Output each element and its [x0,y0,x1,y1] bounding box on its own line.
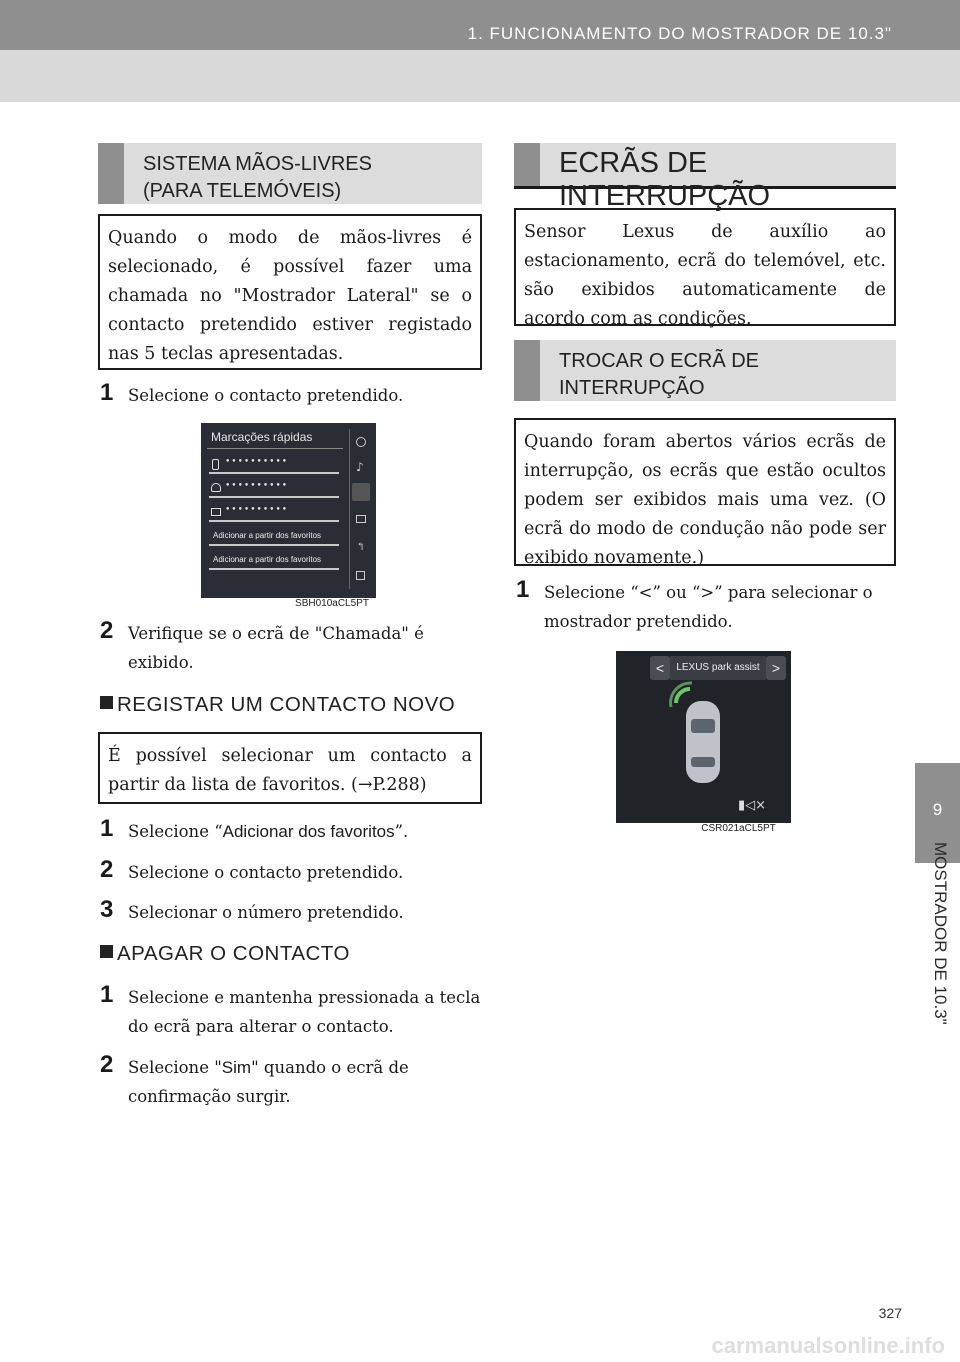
car-rear-window [691,757,715,767]
sensor-wave-icon [674,687,691,704]
ui-label: Adicionar dos favoritos [222,822,395,841]
car-body [686,701,720,783]
car-diagram [669,681,720,783]
subheading-text: REGISTAR UM CONTACTO NOVO [117,693,456,716]
step-select-number: 3 Selecionar o número pretendido. [100,896,485,927]
section-heading-switch-screen: TROCAR O ECRÃ DE INTERRUPÇÃO [514,340,896,401]
step-add-favorites: 1 Selecione “Adicionar dos favoritos”. [100,815,485,846]
subheading-delete-contact: APAGAR O CONTACTO [100,942,350,966]
header-bar: 1. FUNCIONAMENTO DO MOSTRADOR DE 10.3" [0,0,960,50]
image-icon[interactable] [356,515,366,523]
step-text: Selecione o contacto pretendido. [128,386,404,405]
info-box-hands-free: Quando o modo de mãos-livres é seleciona… [98,214,482,370]
square-icon[interactable] [356,571,365,580]
next-screen-button[interactable]: > [766,656,786,680]
side-menu: ♪ ↰ [349,429,371,589]
info-box-interruption: Sensor Lexus de auxílio ao estacionament… [514,208,896,329]
contact-placeholder: •••••••••• [225,505,289,515]
step-select-contact-2: 2 Selecione o contacto pretendido. [100,856,485,887]
info-box-register: É possível selecionar um contacto a part… [98,732,482,804]
navigation-icon[interactable] [356,437,366,447]
screen-title: Marcações rápidas [211,430,313,444]
add-favorite-label: Adicionar a partir dos favoritos [213,531,322,540]
chapter-number: 9 [932,800,943,819]
music-icon[interactable]: ♪ [356,460,364,474]
subheading-text: APAGAR O CONTACTO [117,942,350,965]
step-number: 1 [100,981,114,1008]
step-number: 2 [100,1051,114,1078]
chevron-left-icon: < [655,660,665,676]
step-number: 2 [100,856,114,883]
phone-icon [212,459,219,470]
step-text: Selecione e mantenha pressionada a tecla… [128,988,481,1036]
card-icon [211,508,221,516]
section-heading-line: INTERRUPÇÃO [559,377,705,399]
step-number: 2 [100,617,114,644]
step-verify-call-screen: 2 Verifique se o ecrã de "Chamada" é exi… [100,617,485,677]
section-heading-hands-free: SISTEMA MÃOS-LIVRES (PARA TELEMÓVEIS) [98,143,482,204]
step-text: Selecionar o número pretendido. [128,903,404,922]
step-confirm-yes: 2 Selecione "Sim" quando o ecrã de confi… [100,1051,485,1111]
section-heading-line: (PARA TELEMÓVEIS) [143,180,342,202]
ui-label: Sim [221,1058,252,1077]
park-assist-screenshot: < LEXUS park assist > ▮◁× [616,651,791,823]
section-heading-line: TROCAR O ECRÃ DE [559,350,760,372]
chapter-tab [915,763,960,863]
subheading-register-contact: REGISTAR UM CONTACTO NOVO [100,693,455,717]
chapter-label: MOSTRADOR DE 10.3" [931,842,950,1025]
square-bullet-icon [100,945,113,958]
step-hold-key: 1 Selecione e mantenha pressionada a tec… [100,981,485,1041]
step-select-contact: 1 Selecione o contacto pretendido. [100,379,485,410]
step-text: ”. [394,822,409,841]
screenshot-code: SBH010aCL5PT [288,598,376,610]
screen-title: LEXUS park assist [670,656,766,680]
step-text: Selecione “<” ou “>” para selecionar o m… [544,583,873,631]
step-number: 3 [100,896,114,923]
section-heading-interruption: ECRÃS DE INTERRUPÇÃO [514,143,896,212]
step-number: 1 [516,576,530,603]
step-text: " quando o ecrã de confirmação surgir. [128,1058,409,1106]
share-icon[interactable]: ↰ [356,540,366,553]
add-favorite-button[interactable]: Adicionar a partir dos favoritos [209,528,339,546]
contact-placeholder: •••••••••• [225,481,289,491]
page-number: 327 [878,1305,902,1321]
screenshot-code: CSR021aCL5PT [686,823,791,835]
step-text: Verifique se o ecrã de "Chamada" é exibi… [128,624,424,672]
phone-mode-icon[interactable] [352,483,370,501]
step-text: Selecione o contacto pretendido. [128,863,404,882]
step-number: 1 [100,815,114,842]
watermark: carmanualsonline.info [711,1333,946,1358]
speed-dial-screenshot: Marcações rápidas •••••••••• •••••••••• … [201,423,376,598]
header-subbar [0,50,960,102]
contact-row[interactable]: •••••••••• [209,480,339,498]
contact-row[interactable]: •••••••••• [209,456,339,474]
contact-row[interactable]: •••••••••• [209,504,339,522]
add-favorite-label: Adicionar a partir dos favoritos [213,555,322,564]
chevron-right-icon: > [771,660,781,676]
step-text: Selecione “ [128,822,223,841]
add-favorite-button[interactable]: Adicionar a partir dos favoritos [209,552,339,570]
mute-icon[interactable]: ▮◁× [738,798,767,813]
contact-placeholder: •••••••••• [225,457,289,467]
contact-icon [211,483,221,492]
car-windshield [691,719,715,733]
step-number: 1 [100,379,114,406]
prev-screen-button[interactable]: < [650,656,670,680]
step-text: Selecione " [128,1058,222,1077]
screen-divider [207,448,343,449]
header-title: 1. FUNCIONAMENTO DO MOSTRADOR DE 10.3" [467,24,892,43]
step-select-arrow: 1 Selecione “<” ou “>” para selecionar o… [516,576,896,636]
sensor-wave-icon [669,681,693,708]
square-bullet-icon [100,696,113,709]
section-heading-line: SISTEMA MÃOS-LIVRES [143,153,372,175]
info-box-switch-screen: Quando foram abertos vários ecrãs de int… [514,418,896,568]
